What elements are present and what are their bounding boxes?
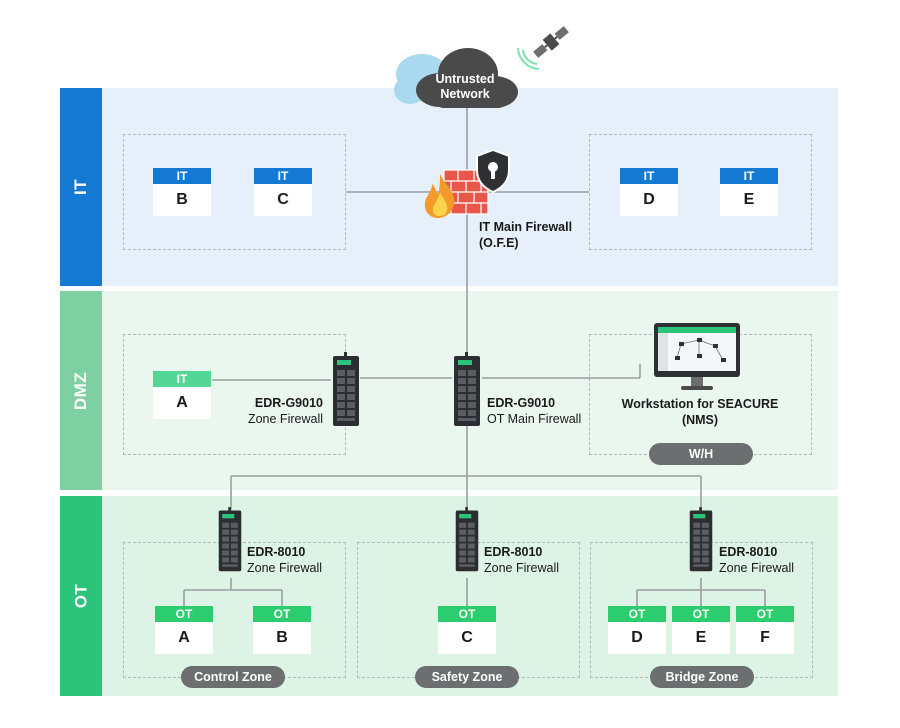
control-zone-firewall-label: EDR-8010 Zone Firewall	[247, 544, 322, 576]
device-role: Zone Firewall	[719, 561, 795, 575]
ot-host-d: OT D	[608, 606, 666, 654]
edr-8010-safety-zone-device-icon	[455, 507, 479, 572]
ot-main-firewall-label: EDR-G9010 OT Main Firewall	[487, 395, 581, 427]
device-model: EDR-G9010	[487, 396, 556, 410]
tile-tag: IT	[153, 371, 211, 387]
flame-icon	[424, 174, 455, 218]
tile-tag: OT	[608, 606, 666, 622]
safety-zone-pill: Safety Zone	[415, 666, 519, 688]
it-layer-label: IT	[60, 88, 102, 286]
edr-g9010-ot-main-firewall-device-icon	[454, 352, 480, 426]
tile-name: B	[253, 622, 311, 654]
tile-name: D	[620, 184, 678, 216]
tile-name: A	[153, 387, 211, 419]
device-role: Zone Firewall	[247, 412, 323, 426]
tile-tag: IT	[720, 168, 778, 184]
device-model: EDR-8010	[719, 545, 778, 559]
it-host-c: IT C	[254, 168, 312, 216]
device-model: EDR-8010	[484, 545, 543, 559]
tile-name: C	[254, 184, 312, 216]
wh-pill: W/H	[649, 443, 753, 465]
satellite-icon	[517, 26, 569, 70]
tile-name: D	[608, 622, 666, 654]
tile-tag: OT	[438, 606, 496, 622]
cloud-icon	[394, 48, 518, 108]
device-role: Zone Firewall	[247, 561, 323, 575]
tile-name: A	[155, 622, 213, 654]
device-role: Zone Firewall	[484, 561, 560, 575]
it-host-b: IT B	[153, 168, 211, 216]
bridge-zone-firewall-label: EDR-8010 Zone Firewall	[719, 544, 794, 576]
tile-name: F	[736, 622, 794, 654]
tile-tag: OT	[736, 606, 794, 622]
it-main-firewall-label: IT Main Firewall (O.F.E)	[479, 219, 572, 251]
it-host-e: IT E	[720, 168, 778, 216]
bridge-zone-pill: Bridge Zone	[650, 666, 754, 688]
tile-name: E	[672, 622, 730, 654]
tile-tag: OT	[155, 606, 213, 622]
it-zone-right	[589, 134, 812, 250]
tile-name: C	[438, 622, 496, 654]
tile-name: E	[720, 184, 778, 216]
control-zone-pill: Control Zone	[181, 666, 285, 688]
ot-host-f: OT F	[736, 606, 794, 654]
monitor-icon	[654, 323, 740, 390]
device-role: OT Main Firewall	[487, 412, 582, 426]
edr-g9010-zone-firewall-device-icon	[333, 352, 359, 426]
tile-name: B	[153, 184, 211, 216]
ot-host-e: OT E	[672, 606, 730, 654]
tile-tag: IT	[153, 168, 211, 184]
tile-tag: IT	[620, 168, 678, 184]
tile-tag: OT	[672, 606, 730, 622]
cloud-label-line2: Network	[440, 87, 490, 101]
workstation-subtitle: (NMS)	[681, 413, 719, 427]
workstation-title: Workstation for SEACURE	[621, 397, 779, 411]
dmz-host-a: IT A	[153, 371, 211, 419]
dmz-layer-label: DMZ	[60, 291, 102, 490]
dmz-zone-firewall-label: EDR-G9010 Zone Firewall	[243, 395, 323, 427]
it-main-firewall-ofe: (O.F.E)	[479, 236, 519, 250]
it-zone-left	[123, 134, 346, 250]
device-model: EDR-G9010	[254, 396, 323, 410]
it-host-d: IT D	[620, 168, 678, 216]
ot-host-c: OT C	[438, 606, 496, 654]
ot-layer-label: OT	[60, 496, 102, 696]
ot-host-a: OT A	[155, 606, 213, 654]
edr-8010-control-zone-device-icon	[218, 507, 242, 572]
tile-tag: OT	[253, 606, 311, 622]
edr-8010-bridge-zone-device-icon	[689, 507, 713, 572]
safety-zone-firewall-label: EDR-8010 Zone Firewall	[484, 544, 559, 576]
tile-tag: IT	[254, 168, 312, 184]
device-model: EDR-8010	[247, 545, 306, 559]
cloud-label-line1: Untrusted	[435, 72, 495, 86]
ot-host-b: OT B	[253, 606, 311, 654]
shield-lock-icon	[476, 148, 510, 194]
untrusted-network-cloud: Untrusted Network	[394, 40, 526, 112]
workstation-label: Workstation for SEACURE (NMS)	[610, 396, 790, 428]
it-main-firewall-name: IT Main Firewall	[479, 220, 573, 234]
